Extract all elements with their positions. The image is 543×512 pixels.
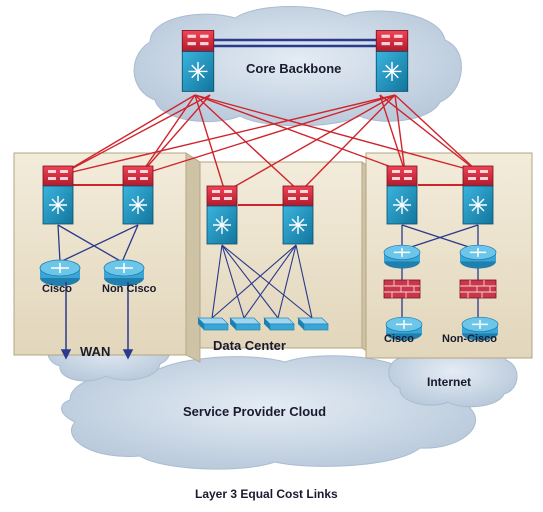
datacenter-switch-1 (206, 185, 238, 245)
edge-switch-right-1 (386, 165, 418, 225)
distribution-switch-left-2 (122, 165, 154, 225)
datacenter-switch-2 (282, 185, 314, 245)
server-switch-4 (297, 317, 329, 331)
router-edge-1 (383, 244, 421, 270)
core-switch-left (181, 29, 215, 93)
firewall-icon-2 (459, 279, 497, 299)
distribution-switch-left-1 (42, 165, 74, 225)
cisco-right-label: Cisco (384, 333, 414, 345)
service-provider-cloud (61, 355, 476, 470)
data-center-label: Data Center (213, 338, 286, 353)
core-links (59, 94, 479, 193)
core-backbone-label: Core Backbone (246, 61, 341, 76)
left-panel (13, 152, 201, 363)
non-cisco-left-label: Non Cisco (102, 283, 157, 295)
firewall-icon-1 (383, 279, 421, 299)
internet-label: Internet (427, 375, 471, 389)
service-provider-cloud-label: Service Provider Cloud (183, 404, 326, 419)
cisco-left-label: Cisco (42, 283, 72, 295)
datacenter-links (211, 244, 313, 319)
wan-arrows (60, 282, 134, 360)
edge-switch-right-2 (462, 165, 494, 225)
core-interlinks (212, 38, 378, 48)
diagram-caption: Layer 3 Equal Cost Links (195, 487, 338, 501)
wan-label: WAN (80, 344, 110, 359)
server-switch-1 (197, 317, 229, 331)
left-downlinks (57, 224, 139, 263)
router-edge-2 (459, 244, 497, 270)
server-switch-2 (229, 317, 261, 331)
server-switch-3 (263, 317, 295, 331)
core-switch-right (375, 29, 409, 93)
non-cisco-right-label: Non-Cisco (442, 333, 497, 345)
